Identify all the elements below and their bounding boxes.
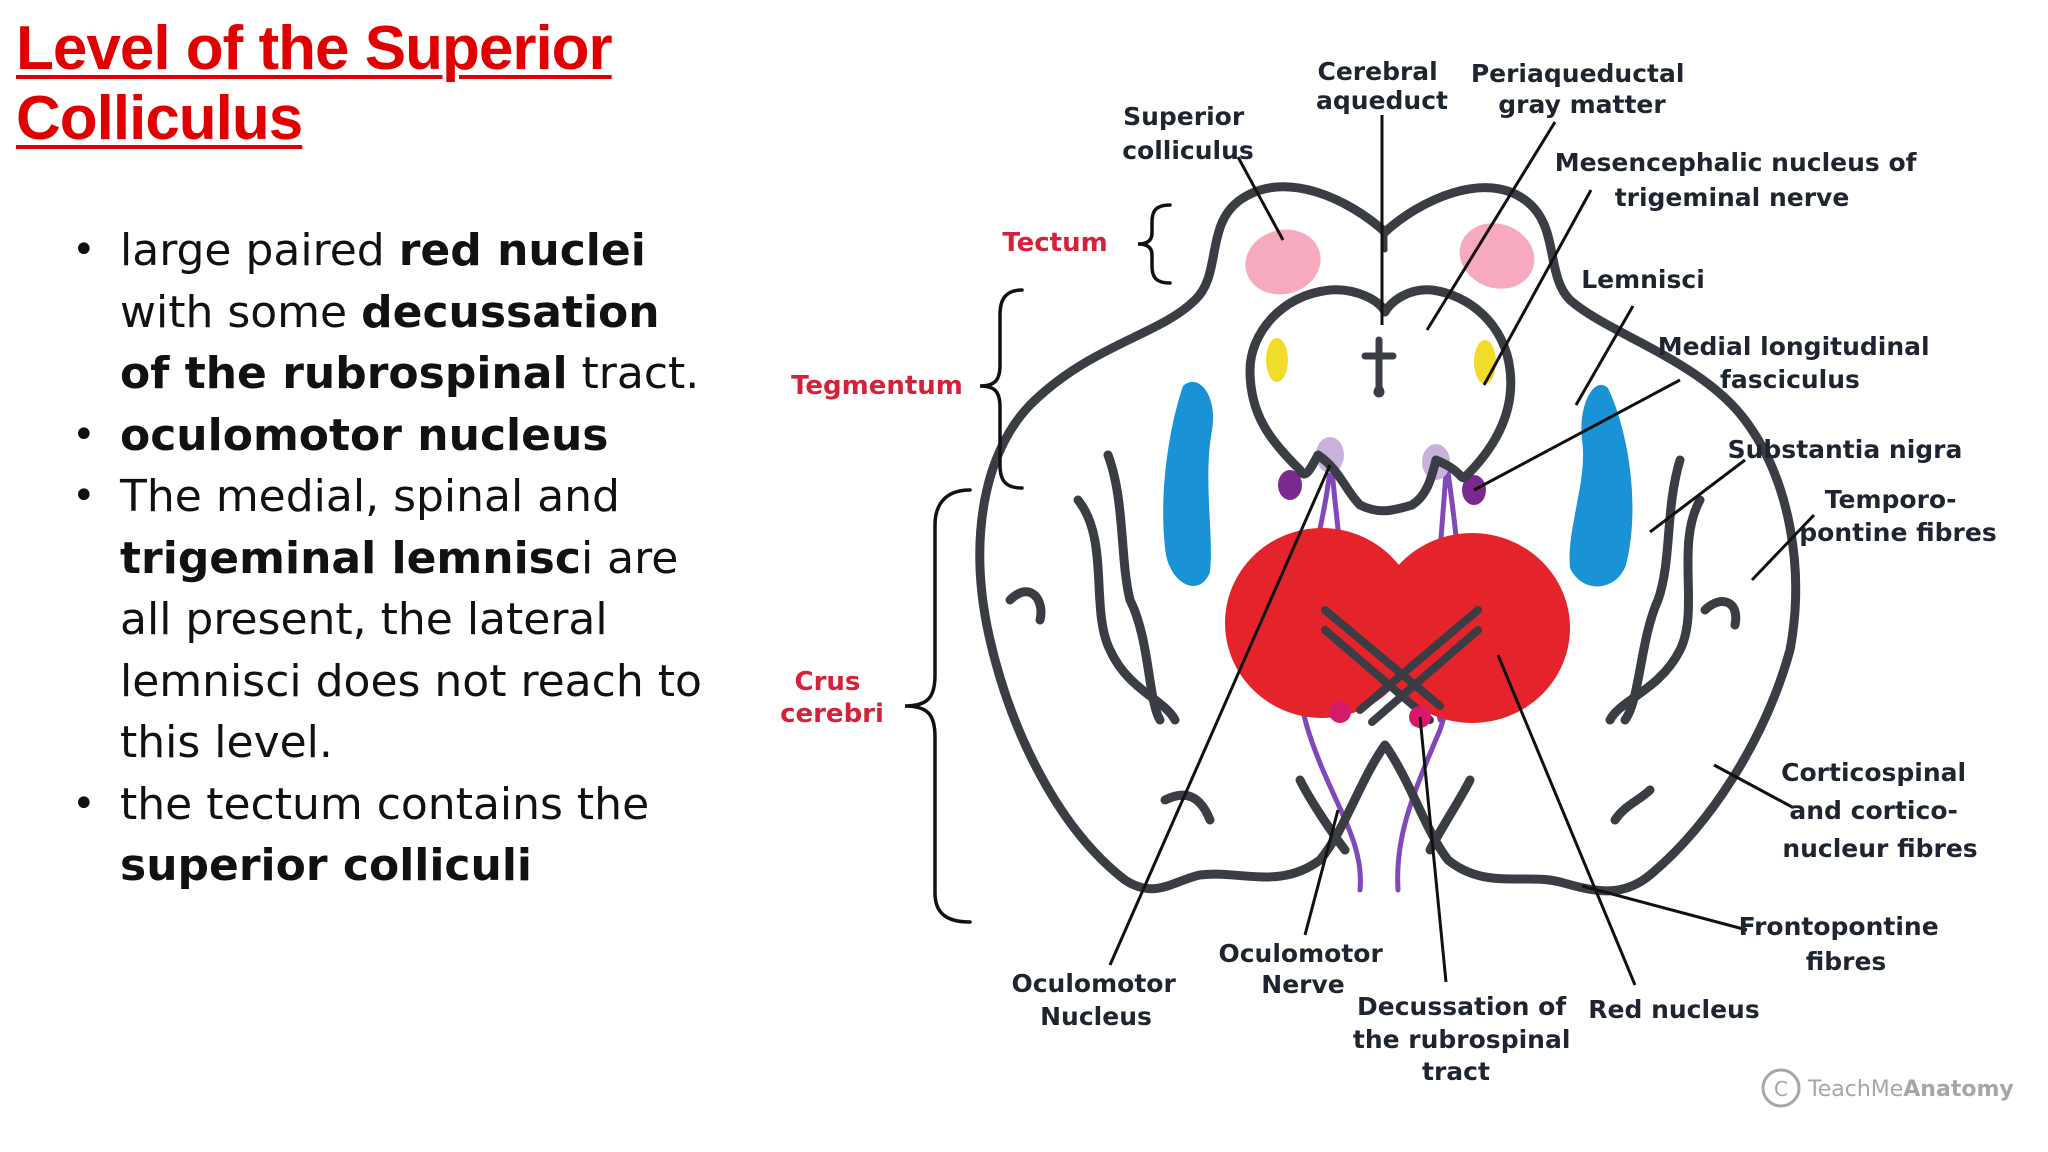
superior-colliculus-right (1459, 223, 1535, 289)
crus-right-medial-fold (1425, 775, 1475, 855)
lemniscus-right (1569, 384, 1633, 587)
pointer-temporopontine (1750, 513, 1816, 582)
crus-left-inner-fold (1005, 587, 1046, 625)
crus-cerebri-brace (904, 488, 972, 924)
region-labels: Tectum Tegmentum Crus cerebri (780, 228, 1108, 729)
label-mesencephalic-nucleus: Mesencephalic nucleus of trigeminal nerv… (1555, 148, 1926, 212)
bullet-bold-text: trigeminal lemnisc (120, 532, 581, 584)
pointer-decussation (1418, 716, 1448, 983)
slide-title: Level of the Superior Colliculus (16, 14, 613, 153)
watermark-text: TeachMeAnatomy (1807, 1077, 2014, 1102)
bullet-bold-text: oculomotor nucleus (120, 409, 609, 461)
label-oculomotor-nucleus: Oculomotor Nucleus (1011, 969, 1184, 1031)
structure-labels: Superior colliculus Cerebral aqueduct Pe… (1011, 57, 1996, 1086)
label-lemnisci: Lemnisci (1581, 265, 1705, 294)
label-decussation: Decussation of the rubrospinal tract (1353, 992, 1579, 1086)
substantia-nigra-right-inner (1605, 495, 1705, 725)
pointer-red-nucleus (1496, 654, 1637, 986)
pointer-oculomotor-nerve (1303, 809, 1340, 936)
label-red-nucleus: Red nucleus (1588, 995, 1759, 1024)
tegmentum-brace (979, 288, 1024, 490)
crus-cerebri-label: Crus cerebri (780, 667, 884, 729)
substantia-nigra-left-inner (1073, 495, 1180, 725)
tegmentum-label: Tegmentum (791, 371, 963, 401)
colored-structures (1163, 223, 1633, 893)
bullet-bold-text: superior colliculi (120, 840, 533, 891)
label-superior-colliculus: Superior colliculus (1122, 102, 1254, 165)
pointer-lemnisci (1574, 305, 1635, 406)
mesencephalic-nucleus-left (1266, 338, 1288, 382)
decussation-nucleus-left (1329, 701, 1351, 723)
label-oculomotor-nerve: Oculomotor Nerve (1218, 939, 1391, 999)
bullet-text: The medial, spinal and (120, 471, 620, 522)
bullet-item: large paired red nuclei with some decuss… (68, 220, 708, 405)
bullet-list: large paired red nuclei with some decuss… (68, 220, 708, 897)
pointer-oculomotor-nucleus (1108, 464, 1332, 966)
substantia-nigra-left (1103, 450, 1165, 725)
substantia-nigra-right (1620, 455, 1685, 725)
aqueduct-symbol (1361, 336, 1397, 398)
crus-left-lower-fold (1160, 790, 1215, 825)
bullet-text: the tectum contains the (120, 778, 650, 830)
bullet-item: the tectum contains the superior collicu… (68, 774, 708, 897)
mesencephalic-nucleus-right (1474, 340, 1496, 384)
crus-right-lower-fold (1610, 785, 1655, 825)
pointer-mlf (1473, 378, 1681, 492)
tectum-label: Tectum (1002, 228, 1107, 258)
pointer-superior-colliculus (1236, 156, 1285, 241)
pointer-corticospinal (1713, 763, 1793, 809)
bullet-text: tract. (567, 348, 700, 399)
lemniscus-left (1163, 381, 1214, 586)
bullet-text: with some (120, 286, 362, 338)
copyright-symbol: C (1774, 1077, 1788, 1101)
medial-longitudinal-fasciculus-left (1278, 470, 1302, 500)
superior-colliculus-left (1245, 229, 1321, 295)
teachmeanatomy-watermark: C TeachMeAnatomy (1761, 1068, 2014, 1108)
label-corticospinal: Corticospinal and cortico- nucleur fibre… (1781, 758, 1978, 863)
pointer-substantia-nigra (1649, 458, 1746, 534)
bullet-bold-text: decussation of the rubrospinal (120, 286, 660, 400)
pointer-periaqueductal-gray (1425, 121, 1557, 331)
midbrain-outer-border (975, 182, 1801, 896)
bullet-text: large paired (120, 225, 399, 276)
label-periaqueductal-gray: Periaqueductal gray matter (1471, 59, 1693, 119)
crus-right-inner-fold (1700, 597, 1741, 630)
tectum-brace (1137, 203, 1172, 285)
label-substantia-nigra: Substantia nigra (1728, 435, 1963, 464)
rubrospinal-decussation-fibres (1321, 606, 1482, 726)
label-cerebral-aqueduct: Cerebral aqueduct (1316, 57, 1448, 115)
bullet-item: The medial, spinal and trigeminal lemnis… (68, 466, 708, 774)
pointer-mesencephalic-nucleus (1482, 189, 1593, 386)
label-temporopontine: Temporo- pontine fibres (1799, 485, 1996, 547)
crus-left-medial-fold (1295, 775, 1350, 855)
bullet-text: i are all present, the lateral lemnisci … (120, 532, 702, 769)
bullet-bold-text: red nuclei (398, 225, 646, 276)
label-mlf: Medial longitudinal fasciculus (1658, 332, 1939, 394)
pointer-frontopontine (1581, 884, 1748, 932)
bullet-item: oculomotor nucleus (68, 405, 708, 467)
tegmentum-border (1245, 285, 1516, 516)
pointer-lines (1108, 115, 1816, 986)
label-frontopontine: Frontopontine fibres (1739, 912, 1948, 976)
copyright-icon (1761, 1068, 1801, 1108)
region-braces (904, 203, 1172, 924)
